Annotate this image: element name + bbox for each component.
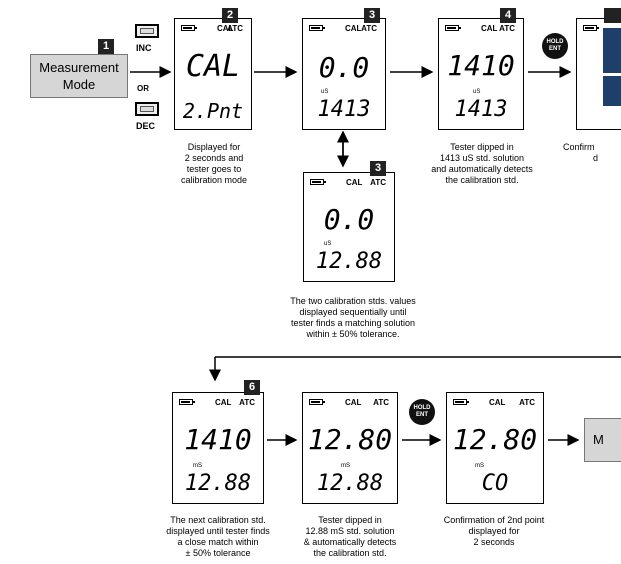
- cal-label: CAL: [345, 24, 362, 33]
- lcd-unit: mS: [341, 463, 350, 469]
- lcd-main-value: 1410: [184, 423, 252, 456]
- dec-button-icon: [135, 102, 159, 116]
- battery-icon: [181, 25, 197, 31]
- lcd-sub-value: 12.88: [184, 471, 252, 496]
- lcd-unit: mS: [475, 463, 484, 469]
- lcd-main-value: 0.0: [318, 51, 370, 84]
- caption-step-6: The next calibration std.displayed until…: [166, 515, 270, 558]
- cal-label: CAL: [345, 398, 362, 407]
- lcd-unit: mS: [193, 463, 202, 469]
- step-2-badge: 2: [222, 8, 238, 23]
- step-1-badge: 1: [98, 39, 114, 54]
- atc-label: ATC: [370, 178, 386, 187]
- step-6-badge: 6: [244, 380, 260, 395]
- lcd-sub-value: 12.88: [316, 471, 384, 496]
- sidebar-tab: [603, 28, 621, 73]
- measurement-mode-line2: Mode: [62, 77, 96, 92]
- lcd-sub-value: CO: [481, 471, 509, 496]
- battery-icon: [453, 399, 469, 405]
- measurement-mode-box: Measurement Mode: [30, 54, 128, 98]
- battery-icon: [309, 25, 325, 31]
- lcd-unit: uS: [324, 241, 332, 247]
- sidebar-tab: [603, 76, 621, 106]
- or-label: OR: [137, 84, 149, 93]
- atc-label: ATC: [227, 24, 243, 33]
- lcd-unit: uS: [473, 89, 481, 95]
- measurement-mode-line1: Measurement: [39, 60, 119, 75]
- lcd-sub-value: 1413: [317, 97, 371, 122]
- lcd-step-7: CAL ATC 12.80 mS 12.88: [302, 392, 398, 504]
- end-mode-box-partial: M: [584, 418, 621, 462]
- step-5-badge-partial: [604, 8, 621, 23]
- inc-button-icon: [135, 24, 159, 38]
- step-3-badge: 3: [364, 8, 380, 23]
- lcd-unit: uS: [321, 89, 329, 95]
- step-4-badge: 4: [500, 8, 516, 23]
- lcd-sub-value: 1413: [454, 97, 508, 122]
- cal-label: CAL: [215, 398, 232, 407]
- atc-label: ATC: [373, 398, 389, 407]
- lcd-main-value: 12.80: [452, 423, 538, 456]
- cal-label: CAL: [346, 178, 363, 187]
- battery-icon: [179, 399, 195, 405]
- lcd-step-6: CAL ATC 1410 mS 12.88: [172, 392, 264, 504]
- end-mode-label: M: [593, 432, 604, 447]
- step-3b-badge: 3: [370, 161, 386, 176]
- lcd-sub-value: 2.Pnt: [182, 99, 244, 123]
- battery-icon: [445, 25, 461, 31]
- lcd-main-value: 12.80: [307, 423, 393, 456]
- battery-icon: [310, 179, 326, 185]
- cal-label: CAL: [481, 24, 498, 33]
- lcd-sub-value: 12.88: [315, 249, 383, 274]
- lcd-main-value: 1410: [447, 49, 515, 82]
- lcd-step-3b: CAL ATC 0.0 uS 12.88: [303, 172, 395, 282]
- cal-label: CAL: [217, 24, 234, 33]
- battery-icon: [309, 399, 325, 405]
- inc-label: INC: [136, 43, 152, 53]
- cal-label: CAL: [489, 398, 506, 407]
- dec-label: DEC: [136, 121, 156, 131]
- atc-label: ATC: [361, 24, 377, 33]
- atc-label: ATC: [519, 398, 535, 407]
- battery-icon: [583, 25, 599, 31]
- atc-label: ATC: [499, 24, 515, 33]
- lcd-main-value: CAL: [185, 49, 241, 84]
- lcd-main-value: 0.0: [323, 203, 375, 236]
- atc-label: ATC: [239, 398, 255, 407]
- lcd-step-8: CAL ATC 12.80 mS CO: [446, 392, 544, 504]
